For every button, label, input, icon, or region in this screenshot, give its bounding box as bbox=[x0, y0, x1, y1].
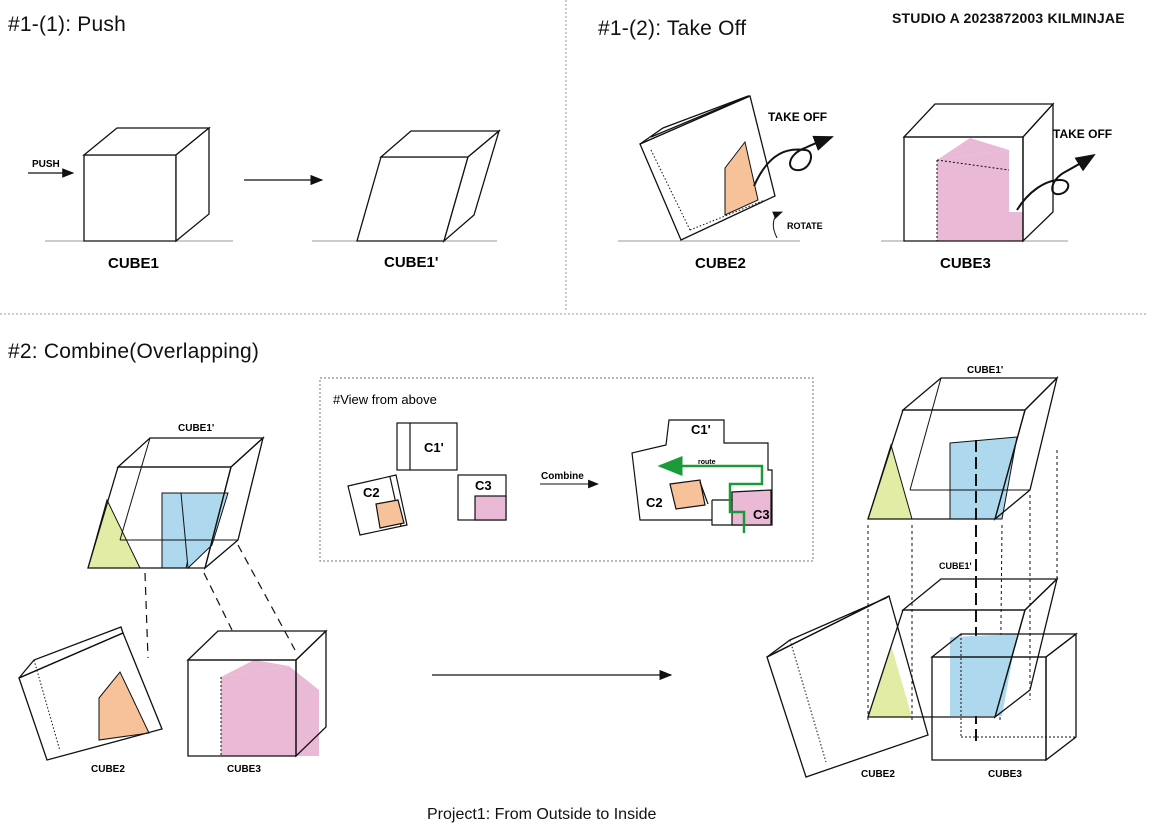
plan-c3-label: C3 bbox=[475, 478, 492, 493]
cube3-label: CUBE3 bbox=[940, 255, 991, 272]
plan-c1-prime bbox=[396, 422, 458, 471]
plan-route-label: route bbox=[698, 459, 716, 466]
combine-label: Combine bbox=[541, 471, 584, 482]
push-label: PUSH bbox=[32, 159, 60, 170]
combine-cube2 bbox=[18, 626, 163, 761]
cube1-prime-drawing bbox=[312, 129, 501, 243]
plan-c2-label: C2 bbox=[363, 485, 380, 500]
combine-section-title: #2: Combine(Overlapping) bbox=[8, 340, 260, 363]
cube1-drawing bbox=[45, 126, 233, 243]
cube2-drawing bbox=[618, 95, 834, 242]
takeoff-section-title: #1-(2): Take Off bbox=[598, 17, 747, 40]
plan-combined-c1-label: C1' bbox=[691, 422, 711, 437]
footer-caption: Project1: From Outside to Inside bbox=[427, 806, 657, 823]
result-top-cube1-prime-label: CUBE1' bbox=[967, 365, 1003, 376]
result-mid-cube1-prime-label: CUBE1' bbox=[939, 561, 972, 571]
view-from-above-title: #View from above bbox=[333, 392, 437, 407]
push-section-title: #1-(1): Push bbox=[8, 13, 126, 36]
cube1-label: CUBE1 bbox=[108, 255, 159, 272]
cube3-drawing bbox=[881, 102, 1096, 243]
plan-combined-c2-label: C2 bbox=[646, 495, 663, 510]
combine-dashed-links-left bbox=[144, 544, 296, 659]
plan-combined bbox=[631, 419, 773, 526]
plan-route-path bbox=[657, 456, 764, 533]
combine-cube3 bbox=[186, 629, 328, 758]
combine-cube2-label: CUBE2 bbox=[91, 764, 125, 775]
rotate-label: ROTATE bbox=[787, 221, 823, 231]
view-from-above-box bbox=[319, 377, 814, 562]
result-combined-cubes bbox=[766, 576, 1078, 778]
combine-cube1-prime bbox=[87, 436, 265, 570]
studio-credit: STUDIO A 2023872003 KILMINJAE bbox=[892, 10, 1125, 26]
combine-cube3-label: CUBE3 bbox=[227, 764, 261, 775]
take-off-label-cube3: TAKE OFF bbox=[1053, 127, 1112, 141]
plan-combined-c3-label: C3 bbox=[753, 507, 770, 522]
plan-c1-prime-label: C1' bbox=[424, 440, 444, 455]
result-cube2-label: CUBE2 bbox=[861, 769, 895, 780]
result-cube3-label: CUBE3 bbox=[988, 769, 1022, 780]
plan-c2 bbox=[347, 474, 408, 536]
plan-c3 bbox=[457, 474, 507, 521]
cube1-prime-label: CUBE1' bbox=[384, 254, 438, 271]
combine-cube1-prime-label: CUBE1' bbox=[178, 423, 214, 434]
cube2-label: CUBE2 bbox=[695, 255, 746, 272]
result-top-cube1-prime bbox=[867, 375, 1059, 521]
take-off-label-cube2: TAKE OFF bbox=[768, 110, 827, 124]
